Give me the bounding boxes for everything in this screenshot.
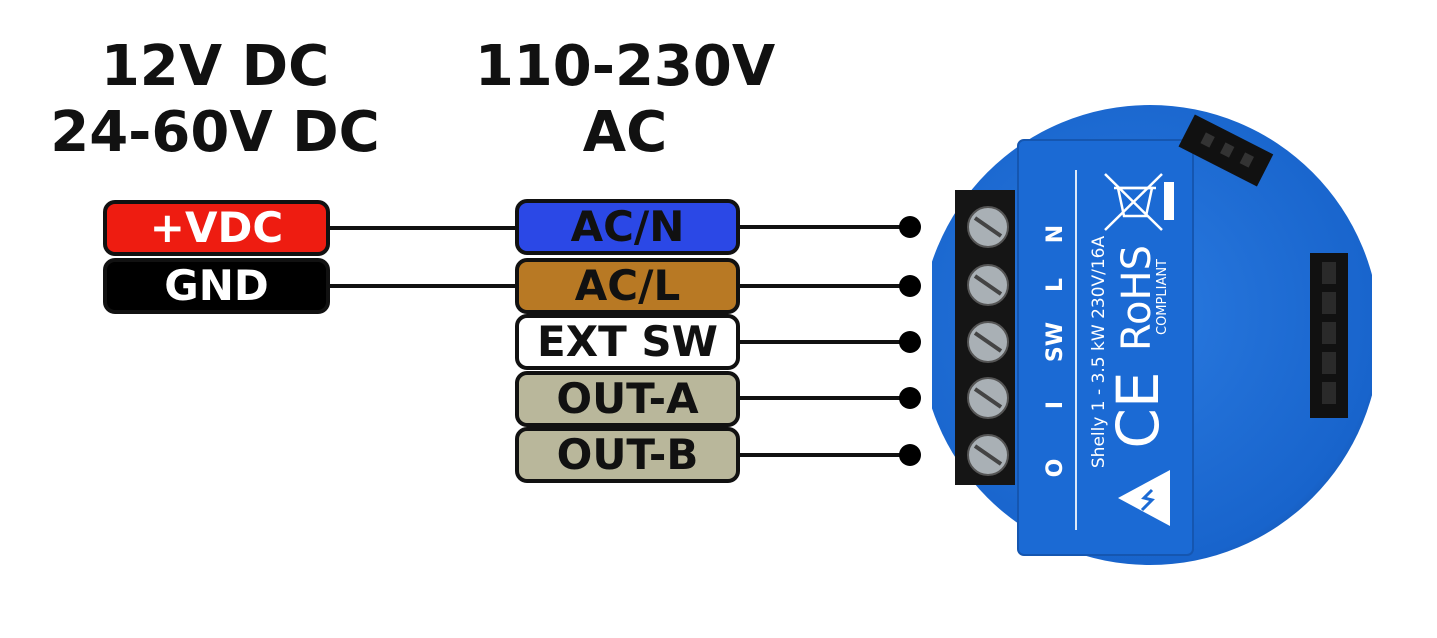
device-terminal-label-i: I (1043, 401, 1068, 409)
terminal-dot-sw (899, 331, 921, 353)
ac-terminal-ext-sw: EXT SW (515, 314, 740, 370)
top-connector (1178, 114, 1274, 187)
terminal-dot-l (899, 275, 921, 297)
side-pin-header (1310, 253, 1348, 418)
dc-voltage-heading: 12V DC 24-60V DC (40, 34, 390, 166)
compliant-text: COMPLIANT (1155, 259, 1170, 335)
weee-bin-icon (1104, 173, 1163, 231)
terminal-dot-i (899, 387, 921, 409)
ac-heading-line1: 110-230V (474, 34, 776, 99)
ac-terminal-ac-n: AC/N (515, 199, 740, 255)
terminal-dot-n (899, 216, 921, 238)
dc-heading-line2: 24-60V DC (50, 100, 380, 165)
ac-terminal-out-b: OUT-B (515, 427, 740, 483)
dc-heading-line1: 12V DC (100, 34, 330, 99)
screw-sw (967, 321, 1009, 363)
device-terminal-label-sw: SW (1043, 322, 1068, 362)
ac-heading-line2: AC (582, 100, 668, 165)
dc-terminal-gnd: GND (103, 258, 330, 314)
ac-terminal-out-a: OUT-A (515, 371, 740, 427)
dc-terminal-plus-vdc: +VDC (103, 200, 330, 256)
screw-o (967, 434, 1009, 476)
screw-i (967, 377, 1009, 419)
terminal-dot-o (899, 444, 921, 466)
warning-triangle-icon (1118, 470, 1170, 526)
terminal-screws (967, 206, 1009, 476)
ce-mark: CE (1104, 371, 1172, 448)
screw-n (967, 206, 1009, 248)
device-terminal-label-l: L (1043, 278, 1068, 292)
device-terminal-label-o: O (1043, 459, 1068, 478)
weee-bar-icon (1164, 182, 1174, 220)
device-model-text: Shelly 1 - 3.5 kW 230V/16A (1089, 236, 1109, 469)
ac-voltage-heading: 110-230V AC (460, 34, 790, 166)
device-terminal-label-n: N (1043, 225, 1068, 243)
rohs-text: RoHS (1114, 245, 1160, 351)
device-front-panel (1017, 139, 1194, 556)
screw-l (967, 264, 1009, 306)
ac-terminal-ac-l: AC/L (515, 258, 740, 314)
